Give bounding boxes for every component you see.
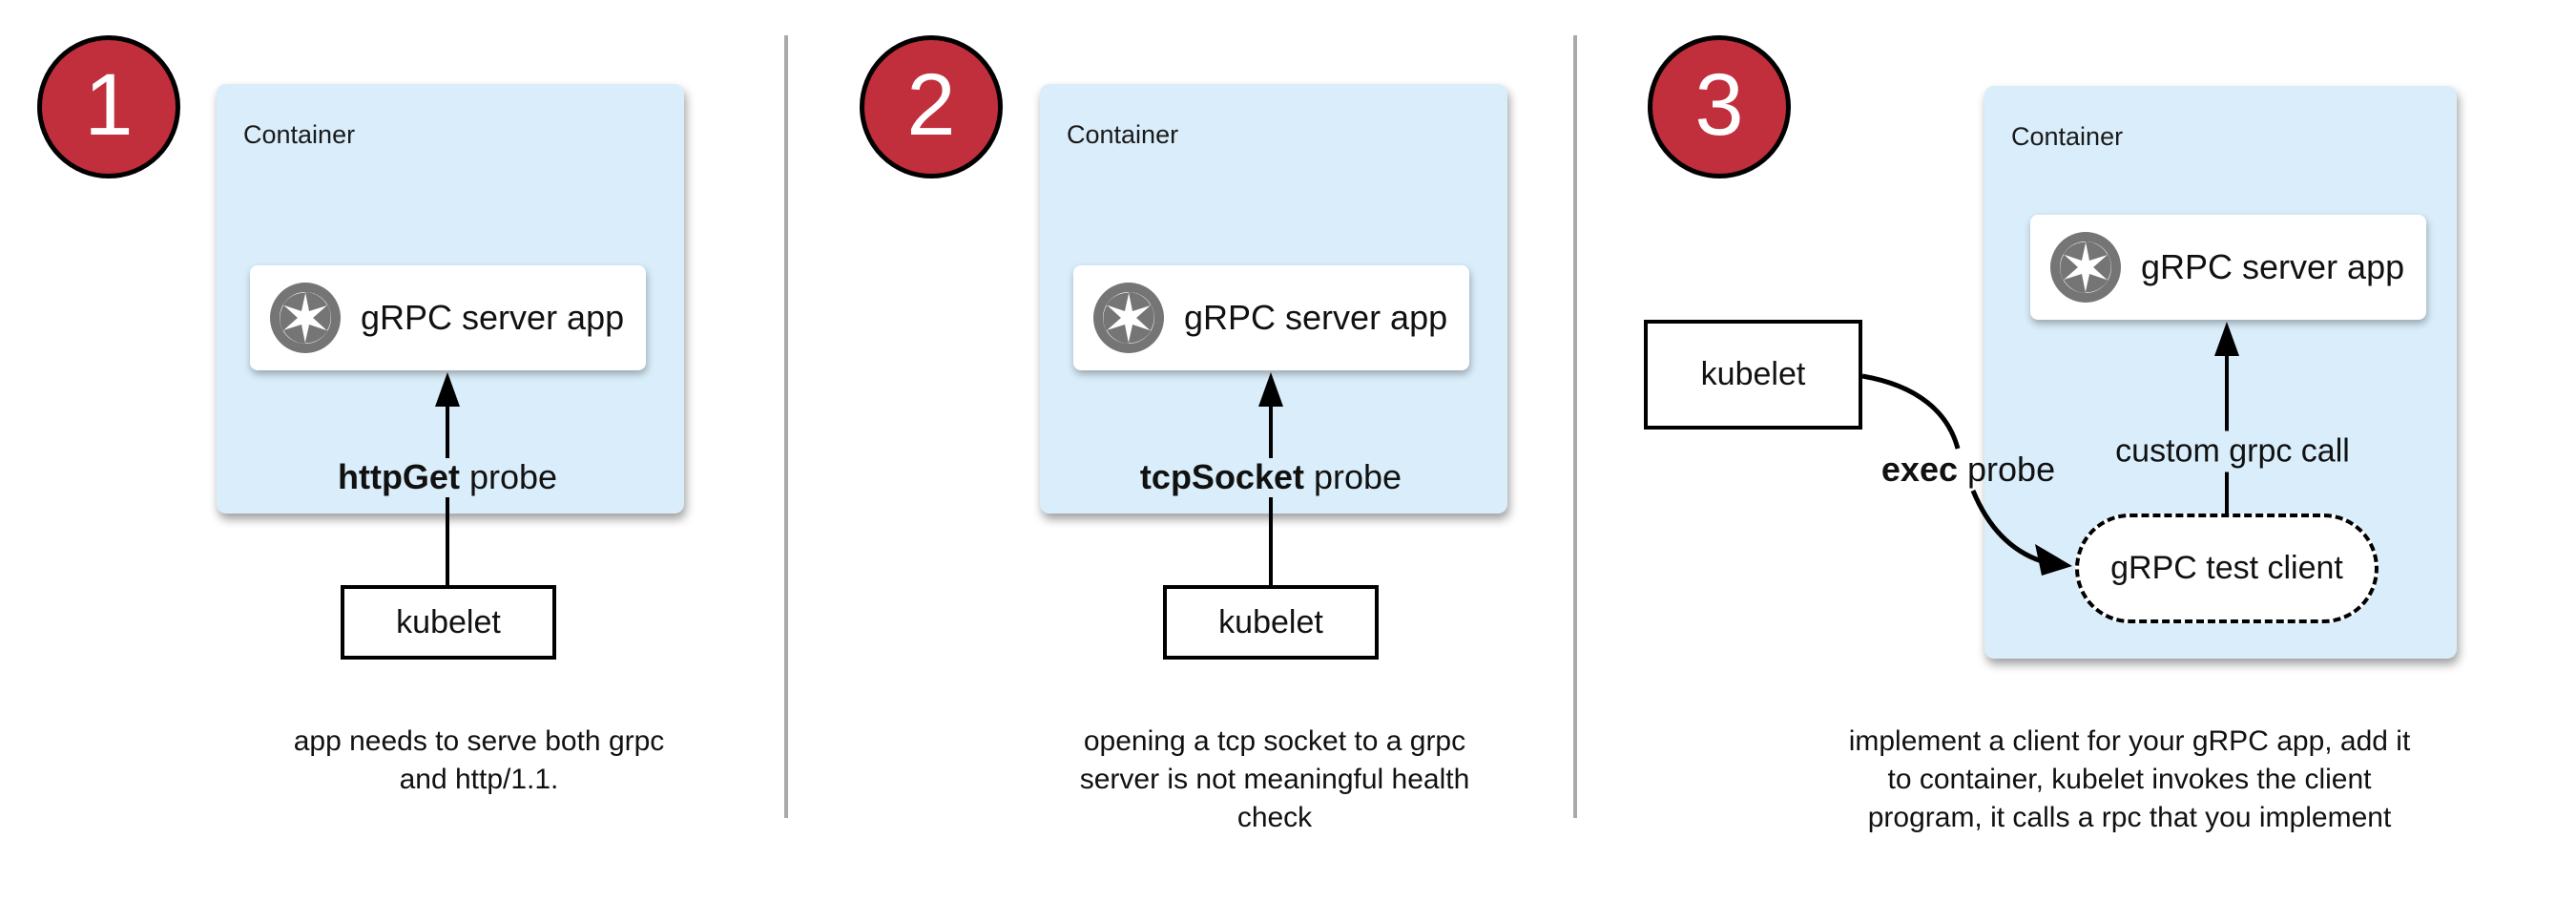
panel-2-kubelet-box: kubelet: [1163, 585, 1379, 660]
step-1-number: 1: [84, 56, 134, 154]
panel-2-caption-line-1: opening a tcp socket to a grpc: [1083, 725, 1466, 757]
panel-3-probe-label-bold: exec: [1880, 450, 1959, 489]
panel-2-caption-line-3: check: [1236, 802, 1313, 833]
panel-1-probe-label: httpGet probe: [338, 457, 557, 497]
panel-2-probe-label-bold: tcpSocket: [1139, 457, 1304, 496]
aperture-shutter-icon: [2049, 231, 2122, 304]
aperture-shutter-icon-svg: [2050, 232, 2121, 303]
panel-divider-1: [784, 35, 788, 818]
panel-3-kubelet-label: kubelet: [1700, 356, 1806, 392]
panel-2-probe-label: tcpSocket probe: [1140, 457, 1402, 497]
panel-3-caption-line-2: to container, kubelet invokes the client: [1887, 764, 2372, 795]
panel-3-probe-label: exec probe: [1881, 450, 2055, 490]
panel-1-probe-label-rest: probe: [459, 457, 558, 496]
panel-3-caption: implement a client for your gRPC app, ad…: [1849, 723, 2411, 837]
aperture-shutter-icon-svg: [1093, 283, 1164, 353]
step-2-number: 2: [906, 56, 956, 154]
panel-3-probe-label-rest: probe: [1958, 450, 2056, 489]
aperture-shutter-icon-svg: [270, 283, 341, 353]
panel-2-grpc-server-app-label: gRPC server app: [1184, 298, 1448, 337]
panel-2-caption: opening a tcp socket to a grpc server is…: [1080, 723, 1470, 837]
panel-3-caption-line-3: program, it calls a rpc that you impleme…: [1867, 802, 2392, 833]
panel-1-grpc-server-app-box: gRPC server app: [250, 265, 646, 370]
panel-3-grpc-server-app-box: gRPC server app: [2030, 215, 2426, 320]
aperture-shutter-icon: [269, 282, 342, 354]
step-2-badge: 2: [860, 35, 1003, 178]
panel-1-caption-line-2: and http/1.1.: [399, 764, 559, 795]
panel-3-grpc-test-client-box: gRPC test client: [2075, 514, 2379, 623]
panel-1-probe-label-bold: httpGet: [337, 457, 460, 496]
panel-2-container-label: Container: [1067, 120, 1179, 149]
panel-1-kubelet-box: kubelet: [341, 585, 556, 660]
panel-1-grpc-server-app-label: gRPC server app: [361, 298, 625, 337]
panel-1-container-label: Container: [243, 120, 356, 149]
panel-3-grpc-test-client-label: gRPC test client: [2110, 550, 2343, 586]
panel-2-probe-label-rest: probe: [1303, 457, 1402, 496]
panel-2-grpc-server-app-box: gRPC server app: [1073, 265, 1469, 370]
aperture-shutter-icon: [1092, 282, 1165, 354]
panel-1-caption-line-1: app needs to serve both grpc: [293, 725, 665, 757]
panel-1-caption: app needs to serve both grpc and http/1.…: [294, 723, 665, 799]
panel-3-exec-curve-upper: [1861, 373, 1961, 450]
panel-3-container-label: Container: [2011, 122, 2124, 151]
step-1-badge: 1: [37, 35, 180, 178]
panel-1-kubelet-label: kubelet: [396, 603, 501, 640]
panel-2-caption-line-2: server is not meaningful health: [1079, 764, 1470, 795]
step-3-badge: 3: [1648, 35, 1791, 178]
panel-2-kubelet-label: kubelet: [1218, 603, 1323, 640]
step-3-number: 3: [1694, 56, 1744, 154]
panel-3-custom-grpc-call-label: custom grpc call: [2104, 430, 2361, 472]
panel-divider-2: [1573, 35, 1577, 818]
panel-3-kubelet-box: kubelet: [1644, 320, 1862, 430]
panel-3-caption-line-1: implement a client for your gRPC app, ad…: [1848, 725, 2411, 757]
panel-3-grpc-server-app-label: gRPC server app: [2141, 247, 2405, 286]
